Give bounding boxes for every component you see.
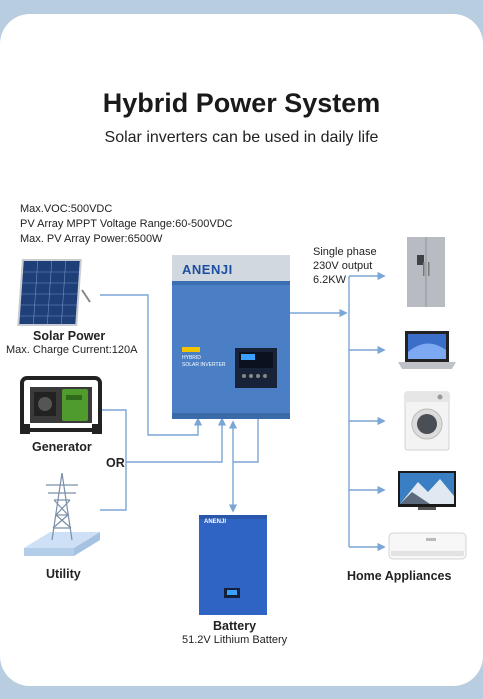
spec-voc: Max.VOC:500VDC bbox=[20, 203, 113, 215]
output-loop-line bbox=[233, 419, 259, 463]
battery-detail: 51.2V Lithium Battery bbox=[182, 634, 288, 646]
air-conditioner-icon bbox=[388, 532, 467, 560]
or-label: OR bbox=[106, 456, 125, 470]
inverter-model-tag: HYBRID bbox=[182, 355, 201, 361]
battery-brand: ANENJI bbox=[204, 519, 227, 525]
output-voltage: 230V output bbox=[313, 260, 373, 272]
inverter-model-text: SOLAR INVERTER bbox=[182, 362, 226, 368]
inverter-unit bbox=[172, 255, 290, 419]
generator-label: Generator bbox=[32, 440, 92, 454]
battery-label: Battery bbox=[213, 619, 257, 633]
page-subtitle: Solar inverters can be used in daily lif… bbox=[104, 129, 379, 146]
spec-mppt-range: PV Array MPPT Voltage Range:60-500VDC bbox=[20, 218, 233, 230]
utility-tower-icon bbox=[24, 472, 100, 556]
solar-to-inverter-line bbox=[100, 294, 203, 436]
spec-pv-power: Max. PV Array Power:6500W bbox=[20, 233, 163, 245]
generator-icon bbox=[20, 376, 102, 434]
generator-line bbox=[100, 409, 127, 511]
output-power: 6.2KW bbox=[313, 274, 347, 286]
solar-charge-current: Max. Charge Current:120A bbox=[6, 344, 138, 356]
home-appliances-label: Home Appliances bbox=[347, 569, 452, 583]
output-phase: Single phase bbox=[313, 246, 377, 258]
washing-machine-icon bbox=[404, 391, 450, 451]
refrigerator-icon bbox=[407, 237, 445, 307]
connection-lines bbox=[100, 271, 386, 552]
solar-power-label: Solar Power bbox=[33, 329, 106, 343]
battery-unit bbox=[199, 515, 267, 615]
laptop-icon bbox=[398, 331, 456, 369]
page-title: Hybrid Power System bbox=[102, 88, 381, 118]
inverter-brand: ANENJI bbox=[182, 262, 233, 277]
utility-label: Utility bbox=[46, 567, 81, 581]
television-icon bbox=[398, 471, 456, 510]
ac-input-line bbox=[126, 417, 227, 463]
solar-panel-icon bbox=[17, 259, 91, 326]
